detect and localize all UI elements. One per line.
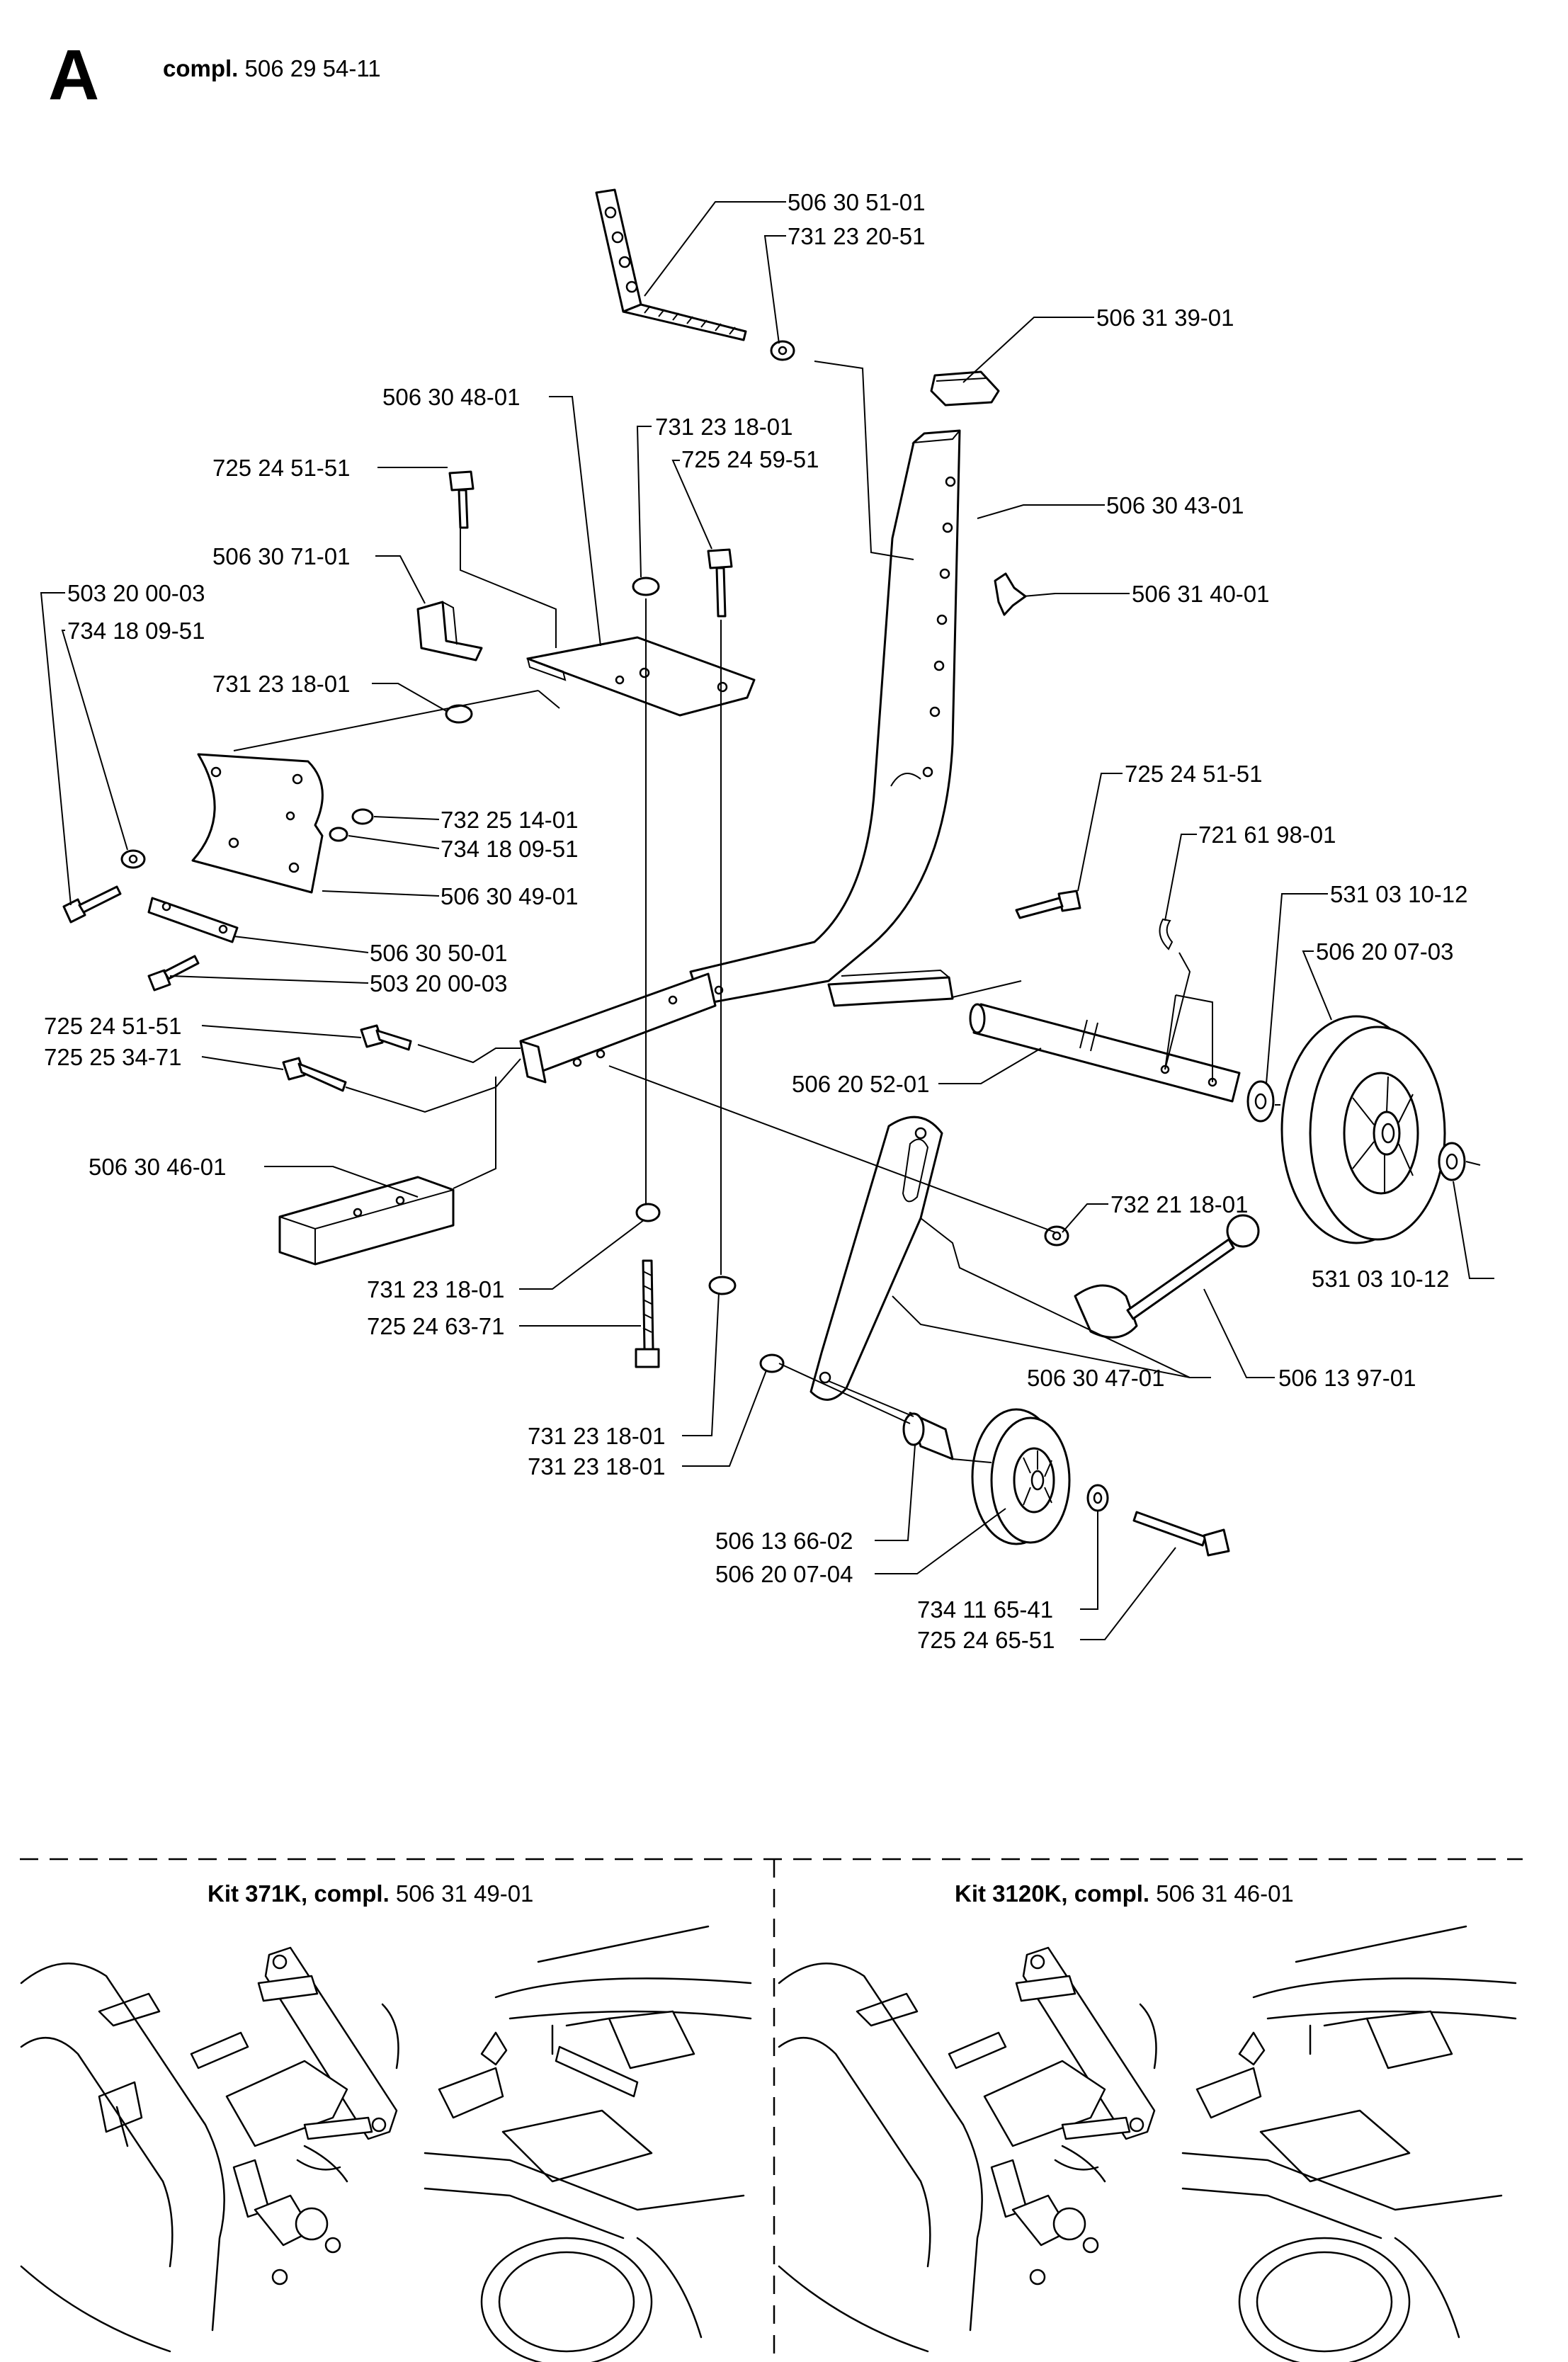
- shield-fasteners: [62, 808, 374, 924]
- washer-outer-part: [1438, 1142, 1466, 1181]
- label-nut-arm: 732 21 18-01: [1110, 1191, 1249, 1217]
- leader-lines: [40, 201, 1494, 1640]
- kit-3120k-name: Kit 3120K, compl.: [955, 1880, 1149, 1907]
- handle-part: [1074, 1214, 1260, 1339]
- bracket-rod-part: [595, 188, 747, 341]
- tube-part: [689, 429, 961, 1006]
- label-axle: 506 20 52-01: [792, 1071, 930, 1097]
- part-labels: 506 30 51-01 731 23 20-51 506 31 39-01 5…: [44, 189, 1468, 1653]
- label-shield: 506 30 49-01: [441, 883, 579, 909]
- kit-371k-name: Kit 371K, compl.: [208, 1880, 390, 1907]
- kit-371k-number: 506 31 49-01: [396, 1880, 534, 1907]
- label-plate: 506 30 48-01: [382, 384, 521, 410]
- label-wing-nut: 506 31 40-01: [1132, 581, 1270, 607]
- wing-nut-part: [994, 572, 1027, 616]
- label-nut-shield: 732 25 14-01: [441, 807, 579, 833]
- label-split-pin: 721 61 98-01: [1198, 822, 1336, 848]
- label-nut-plate: 731 23 18-01: [655, 414, 793, 440]
- label-bolt-plate-left: 725 24 51-51: [212, 455, 351, 481]
- label-screw-left: 503 20 00-03: [67, 580, 205, 606]
- label-bolt-plate-right: 725 24 59-51: [681, 446, 819, 472]
- plate-fasteners: [445, 470, 733, 724]
- wheel-small-part: [971, 1408, 1071, 1545]
- label-washer-left: 734 18 09-51: [67, 618, 205, 644]
- arm-part: [809, 1115, 943, 1401]
- bolt-small-part: [1132, 1511, 1230, 1557]
- wheel-large-part: [1280, 1015, 1446, 1244]
- kit-3120k-title: Kit 3120K, compl. 506 31 46-01: [955, 1880, 1294, 1907]
- kit-3120k-side-illustration: [778, 1946, 1157, 2353]
- label-bracket-rod: 506 30 51-01: [788, 189, 926, 215]
- crossbar-part: [827, 969, 954, 1007]
- split-pin-part: [1159, 918, 1174, 950]
- label-angle-bracket: 506 30 71-01: [212, 543, 351, 569]
- label-washer-wheel-in: 531 03 10-12: [1330, 881, 1468, 907]
- label-bolt-crossbar: 725 24 51-51: [1125, 761, 1263, 787]
- cap-part: [930, 370, 1000, 407]
- lower-fasteners: [635, 1203, 785, 1373]
- spacer-part: [902, 1412, 954, 1460]
- label-bolt-front-1: 725 24 51-51: [44, 1013, 182, 1039]
- kit-371k-front-illustration: [424, 1925, 752, 2362]
- washer-small-part: [1086, 1484, 1109, 1512]
- label-tube: 506 30 43-01: [1106, 492, 1244, 518]
- angle-bracket-part: [416, 601, 483, 662]
- screw-strip-part: [147, 955, 200, 992]
- strip-part: [147, 897, 239, 943]
- label-wheel-small: 506 20 07-04: [715, 1561, 853, 1587]
- label-nut-left: 731 23 18-01: [212, 671, 351, 697]
- label-handle: 506 13 97-01: [1278, 1365, 1416, 1391]
- washer-inner-part: [1246, 1080, 1275, 1123]
- bolt-crossbar-part: [1015, 890, 1081, 919]
- assembly-title: compl. 506 29 54-11: [163, 55, 381, 81]
- kit-3120k-front-illustration: [1181, 1925, 1517, 2362]
- label-bolt-lower: 725 24 63-71: [367, 1313, 505, 1339]
- label-nut-lower-3: 731 23 18-01: [528, 1453, 666, 1480]
- compl-label: compl.: [163, 55, 238, 81]
- kit-section: Kit 371K, compl. 506 31 49-01 Kit 3120K,…: [20, 1858, 1523, 2362]
- label-bolt-small: 725 24 65-51: [917, 1627, 1055, 1653]
- section-letter: A: [48, 35, 99, 115]
- nut-top-part: [770, 340, 795, 361]
- label-washer-wheel-out: 531 03 10-12: [1312, 1266, 1450, 1292]
- base-tube-part: [519, 972, 724, 1084]
- weight-block-part: [278, 1176, 455, 1266]
- parts-artwork: [62, 188, 1466, 1557]
- label-nut-lower-1: 731 23 18-01: [367, 1276, 505, 1302]
- label-wheel-large: 506 20 07-03: [1316, 938, 1454, 965]
- label-arm: 506 30 47-01: [1027, 1365, 1165, 1391]
- axle-part: [969, 1003, 1241, 1103]
- label-screw-strip: 503 20 00-03: [370, 970, 508, 997]
- label-nut-top: 731 23 20-51: [788, 223, 926, 249]
- label-spacer: 506 13 66-02: [715, 1528, 853, 1554]
- label-strip: 506 30 50-01: [370, 940, 508, 966]
- shield-part: [191, 753, 324, 894]
- compl-number: 506 29 54-11: [245, 55, 381, 81]
- kit-3120k-number: 506 31 46-01: [1156, 1880, 1294, 1907]
- label-washer-small: 734 11 65-41: [917, 1596, 1053, 1623]
- label-washer-shield: 734 18 09-51: [441, 836, 579, 862]
- kit-371k-title: Kit 371K, compl. 506 31 49-01: [208, 1880, 533, 1907]
- label-cap: 506 31 39-01: [1096, 305, 1234, 331]
- kit-371k-side-illustration: [20, 1946, 399, 2353]
- front-bolts-part: [282, 1024, 412, 1092]
- label-bolt-front-2: 725 25 34-71: [44, 1044, 182, 1070]
- label-nut-lower-2: 731 23 18-01: [528, 1423, 666, 1449]
- label-weight-block: 506 30 46-01: [89, 1154, 227, 1180]
